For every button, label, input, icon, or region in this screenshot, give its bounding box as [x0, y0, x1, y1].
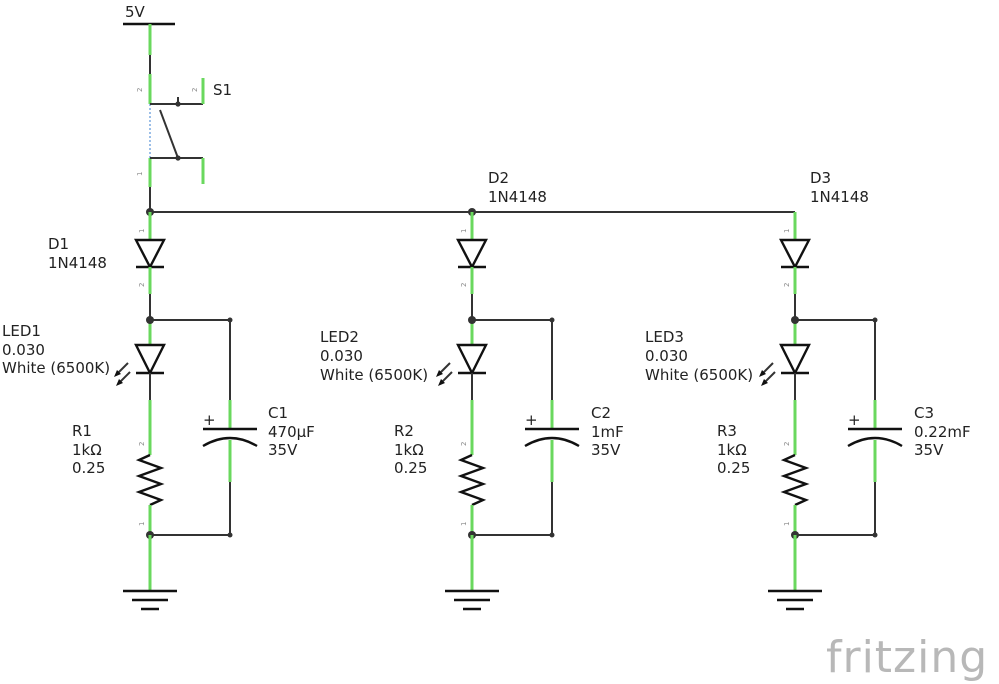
- svg-text:+: +: [203, 411, 216, 429]
- cap-ref: C3: [914, 404, 934, 422]
- res-ref: R1: [72, 422, 92, 440]
- capacitor-c2: + C2 1mF 35V: [472, 319, 624, 536]
- svg-text:+: +: [848, 411, 861, 429]
- svg-text:1: 1: [460, 229, 468, 233]
- cap-voltage: 35V: [591, 441, 621, 459]
- led-led3: LED3 0.030 White (6500K): [645, 320, 811, 400]
- cap-ref: C2: [591, 404, 611, 422]
- svg-text:2: 2: [460, 283, 468, 287]
- branch-1: D1 1N4148 LED1 0.030 White (6500K) R1 1k…: [2, 212, 315, 611]
- svg-text:2: 2: [783, 283, 791, 287]
- diode-ref: D2: [488, 169, 509, 187]
- diode-part: 1N4148: [488, 188, 547, 206]
- resistor-r1: R1 1kΩ 0.25 2 1: [72, 400, 165, 535]
- svg-text:1: 1: [136, 172, 144, 176]
- switch-s1: S1 2 1 2: [136, 55, 232, 212]
- svg-text:2: 2: [138, 442, 146, 446]
- res-ref: R2: [394, 422, 414, 440]
- switch-ref: S1: [213, 81, 232, 99]
- cap-voltage: 35V: [914, 441, 944, 459]
- supply-5v: 5V: [123, 3, 175, 55]
- ground-symbol: [123, 535, 177, 611]
- diode-d1: D1 1N4148: [48, 212, 166, 320]
- svg-text:1: 1: [138, 522, 146, 526]
- svg-text:+: +: [525, 411, 538, 429]
- res-ref: R3: [717, 422, 737, 440]
- fritzing-watermark: fritzing: [826, 632, 988, 683]
- diode-part: 1N4148: [810, 188, 869, 206]
- cap-value: 1mF: [591, 423, 624, 441]
- svg-text:1: 1: [783, 522, 791, 526]
- svg-text:2: 2: [460, 442, 468, 446]
- led-color: White (6500K): [645, 366, 753, 384]
- led-led1: LED1 0.030 White (6500K): [2, 320, 166, 400]
- branch-3: D3 1N4148 LED3 0.030 White (6500K) R3 1k…: [645, 169, 971, 611]
- svg-text:2: 2: [138, 283, 146, 287]
- led-color: White (6500K): [320, 366, 428, 384]
- res-power: 0.25: [72, 459, 105, 477]
- branch-2: D2 1N4148 LED2 0.030 White (6500K) R2 1k…: [320, 169, 624, 611]
- capacitor-c1: + C1 470µF 35V: [150, 319, 315, 536]
- res-value: 1kΩ: [72, 441, 102, 459]
- svg-text:2: 2: [191, 88, 199, 92]
- supply-label: 5V: [125, 3, 146, 21]
- led-value: 0.030: [2, 341, 45, 359]
- diode-ref: D1: [48, 235, 69, 253]
- led-value: 0.030: [320, 347, 363, 365]
- res-value: 1kΩ: [394, 441, 424, 459]
- cap-ref: C1: [268, 404, 288, 422]
- resistor-r2: R2 1kΩ 0.25 2 1: [394, 400, 487, 535]
- cap-value: 470µF: [268, 423, 315, 441]
- capacitor-c3: + C3 0.22mF 35V: [795, 319, 971, 536]
- led-ref: LED1: [2, 322, 41, 340]
- diode-d3: D3 1N4148: [779, 169, 869, 320]
- svg-text:1: 1: [460, 522, 468, 526]
- svg-text:2: 2: [783, 442, 791, 446]
- ground-symbol: [768, 535, 822, 611]
- res-value: 1kΩ: [717, 441, 747, 459]
- led-led2: LED2 0.030 White (6500K): [320, 320, 488, 400]
- svg-text:1: 1: [783, 229, 791, 233]
- led-ref: LED3: [645, 328, 684, 346]
- diode-d2: D2 1N4148: [456, 169, 547, 320]
- svg-text:1: 1: [138, 229, 146, 233]
- res-power: 0.25: [717, 459, 750, 477]
- ground-symbol: [445, 535, 499, 611]
- res-power: 0.25: [394, 459, 427, 477]
- resistor-r3: R3 1kΩ 0.25 2 1: [717, 400, 810, 535]
- diode-ref: D3: [810, 169, 831, 187]
- led-color: White (6500K): [2, 359, 110, 377]
- led-ref: LED2: [320, 328, 359, 346]
- svg-text:2: 2: [136, 88, 144, 92]
- cap-value: 0.22mF: [914, 423, 971, 441]
- cap-voltage: 35V: [268, 441, 298, 459]
- led-value: 0.030: [645, 347, 688, 365]
- diode-part: 1N4148: [48, 254, 107, 272]
